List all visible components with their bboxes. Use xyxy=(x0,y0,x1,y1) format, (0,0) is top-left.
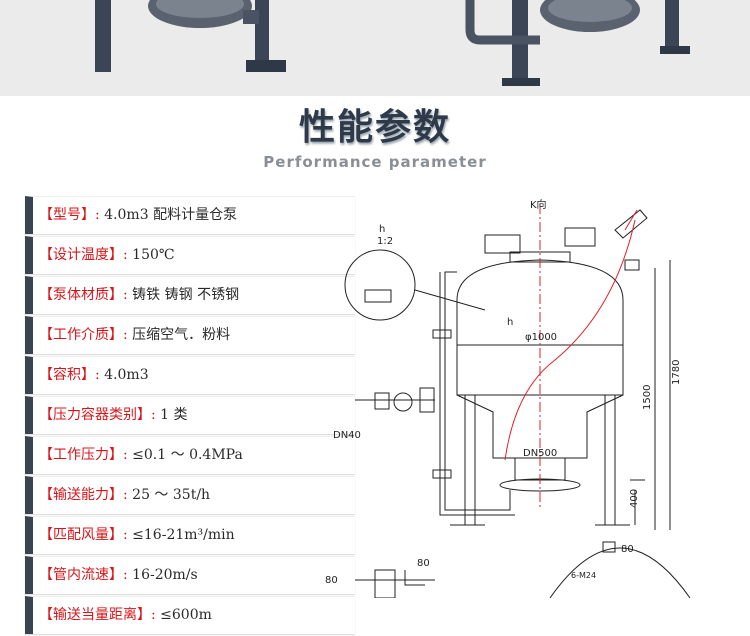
pump-photo xyxy=(0,0,750,96)
spec-label: 【型号】: xyxy=(39,207,100,223)
spec-row-distance: 【输送当量距离】: ≤600m xyxy=(25,596,355,634)
spec-value: ≤600m xyxy=(155,607,212,623)
outlet-label: DN500 xyxy=(523,448,557,459)
detail-scale: 1:2 xyxy=(377,236,393,247)
spec-value: 25 ～ 35t/h xyxy=(127,487,211,503)
spec-label: 【压力容器类别】: xyxy=(39,407,156,423)
dimension-1780: 1780 xyxy=(671,360,682,385)
technical-drawing: K向 h 1:2 h φ1000 DN500 DN40 1500 1780 40… xyxy=(325,190,750,598)
spec-value: 1 类 xyxy=(155,407,188,423)
spec-row-flow-velocity: 【管内流速】: 16-20m/s xyxy=(25,556,355,594)
spec-label: 【容积】: xyxy=(39,367,100,383)
spec-value: ≤0.1 ～ 0.4MPa xyxy=(127,447,243,463)
dimension-80-left: 80 xyxy=(325,575,338,586)
spec-row-material: 【泵体材质】: 铸铁 铸钢 不锈钢 xyxy=(25,276,355,314)
spec-row-vessel-class: 【压力容器类别】: 1 类 xyxy=(25,396,355,434)
spec-label: 【泵体材质】: xyxy=(39,287,128,303)
spec-value: 16-20m/s xyxy=(127,567,198,583)
section-heading: 性能参数 Performance parameter xyxy=(0,108,750,172)
spec-value: 4.0m3 xyxy=(99,367,149,383)
spec-row-air-volume: 【匹配风量】: ≤16-21m³/min xyxy=(25,516,355,554)
spec-label: 【输送能力】: xyxy=(39,487,128,503)
bolt-spec-label: 6-M24 xyxy=(571,571,596,580)
product-photo-strip xyxy=(0,0,750,96)
pump-drawing-svg: K向 h 1:2 h φ1000 DN500 DN40 1500 1780 40… xyxy=(325,198,691,598)
heading-title-en: Performance parameter xyxy=(263,153,487,171)
spec-label: 【工作压力】: xyxy=(39,447,128,463)
spec-label: 【设计温度】: xyxy=(39,247,128,263)
spec-row-volume: 【容积】: 4.0m3 xyxy=(25,356,355,394)
detail-circle xyxy=(344,249,416,321)
leader-letter: h xyxy=(507,317,513,328)
dimension-80-right: 80 xyxy=(417,558,430,569)
spec-label: 【匹配风量】: xyxy=(39,527,128,543)
spec-row-medium: 【工作介质】: 压缩空气．粉料 xyxy=(25,316,355,354)
left-leg xyxy=(464,394,476,526)
dimension-80-small: 80 xyxy=(621,544,634,555)
spec-value: ≤16-21m³/min xyxy=(127,527,235,543)
diameter-label: φ1000 xyxy=(525,332,557,343)
spec-row-capacity: 【输送能力】: 25 ～ 35t/h xyxy=(25,476,355,514)
spec-label: 【输送当量距离】: xyxy=(39,607,156,623)
right-leg xyxy=(604,394,616,526)
spec-row-working-pressure: 【工作压力】: ≤0.1 ～ 0.4MPa xyxy=(25,436,355,474)
spec-table: 【型号】: 4.0m3 配料计量仓泵 【设计温度】: 150℃ 【泵体材质】: … xyxy=(25,196,355,636)
spec-value: 150℃ xyxy=(127,247,175,263)
detail-letter: h xyxy=(379,224,385,235)
heading-title-cn: 性能参数 xyxy=(298,107,451,148)
spec-label: 【工作介质】: xyxy=(39,327,128,343)
spec-label: 【管内流速】: xyxy=(39,567,128,583)
inlet-label: DN40 xyxy=(333,430,361,441)
spec-value: 铸铁 铸钢 不锈钢 xyxy=(127,287,240,303)
spec-row-design-temperature: 【设计温度】: 150℃ xyxy=(25,236,355,274)
dimension-1500: 1500 xyxy=(642,385,653,410)
dimension-400: 400 xyxy=(629,489,640,508)
spec-value: 压缩空气．粉料 xyxy=(127,327,231,343)
k-direction-label: K向 xyxy=(530,198,547,211)
spec-row-model: 【型号】: 4.0m3 配料计量仓泵 xyxy=(25,196,355,234)
spec-value: 4.0m3 配料计量仓泵 xyxy=(99,207,238,223)
